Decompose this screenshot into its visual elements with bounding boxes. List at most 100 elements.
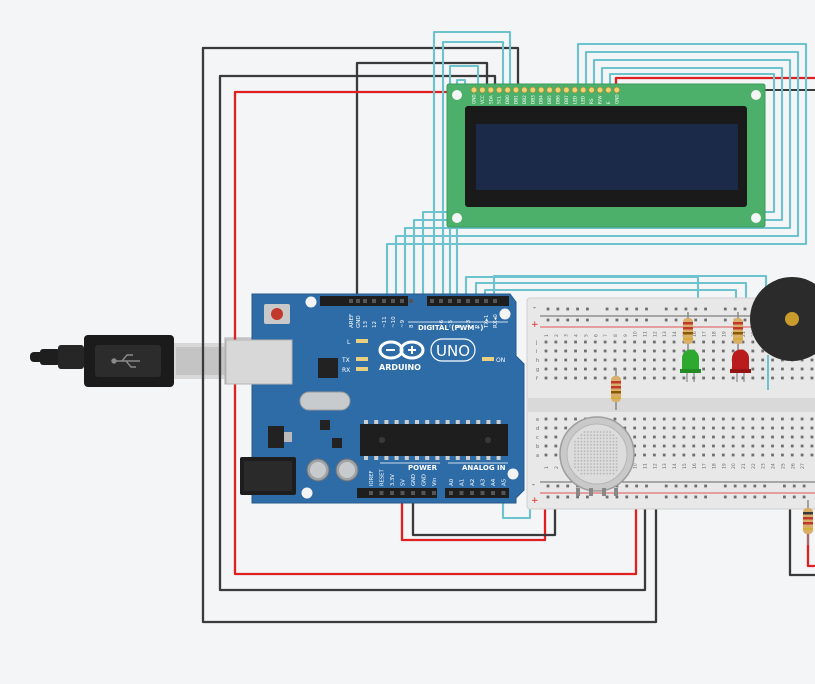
resistor-green-led[interactable] xyxy=(683,312,693,350)
header-pin[interactable] xyxy=(484,299,488,303)
analog-pin-label: A1 xyxy=(460,479,466,486)
resistor-red-led[interactable] xyxy=(733,312,743,350)
lcd-pin[interactable] xyxy=(588,86,595,94)
digital-pin-label: ~5 xyxy=(448,319,454,328)
lcd-pin-label: DB6 xyxy=(556,95,561,104)
green-led[interactable] xyxy=(680,349,701,382)
column-number: 8 xyxy=(613,334,619,337)
row-letter: f xyxy=(536,376,538,382)
header-pin[interactable] xyxy=(470,491,474,495)
red-led[interactable] xyxy=(730,349,751,382)
lcd-pin[interactable] xyxy=(546,86,553,94)
lcd-screen xyxy=(476,124,738,190)
header-pin[interactable] xyxy=(400,299,404,303)
lcd-pin[interactable] xyxy=(496,86,503,94)
lcd-mount-hole xyxy=(751,213,761,223)
lcd-pin-label: SCL xyxy=(497,95,502,104)
header-pin[interactable] xyxy=(379,491,384,495)
wire-gnd-mid[interactable] xyxy=(218,74,647,592)
analog-pin-label: A0 xyxy=(449,478,455,486)
header-pin[interactable] xyxy=(430,299,434,303)
lcd-pin[interactable] xyxy=(470,86,478,94)
wire-gnd-header[interactable] xyxy=(355,61,489,302)
wire-5v-board[interactable] xyxy=(400,493,547,542)
breadboard-center-channel xyxy=(527,398,815,412)
lcd-pin[interactable] xyxy=(563,86,570,94)
lcd-pin[interactable] xyxy=(529,86,536,94)
rx-label: RX xyxy=(342,367,350,374)
digital-pin-label: GND xyxy=(356,315,362,328)
header-pin[interactable] xyxy=(449,491,453,495)
lcd-pin[interactable] xyxy=(613,86,620,94)
column-number: 11 xyxy=(643,463,649,469)
arduino-uno[interactable]: L TX RX ON ARDUINO UNO DIGITAL (PWM~) PO… xyxy=(225,293,525,504)
lcd-pin[interactable] xyxy=(479,86,486,94)
row-letter: i xyxy=(536,349,537,355)
digital-pin-label: ~9 xyxy=(400,319,406,328)
header-pin[interactable] xyxy=(369,491,373,495)
header-pin[interactable] xyxy=(493,299,497,303)
power-pin-label: GND xyxy=(422,474,428,486)
header-pin[interactable] xyxy=(501,491,506,495)
digital-pin-label: 7 xyxy=(430,324,436,328)
header-pin[interactable] xyxy=(475,299,479,303)
column-number: 10 xyxy=(633,331,639,337)
header-pin[interactable] xyxy=(372,299,376,303)
lcd-pin[interactable] xyxy=(487,86,494,94)
header-pin[interactable] xyxy=(457,299,461,303)
header-pin[interactable] xyxy=(363,299,367,303)
lcd-pin[interactable] xyxy=(605,86,612,94)
usb-cable-strain-relief-tip xyxy=(40,349,60,365)
lcd-mount-hole xyxy=(751,90,761,100)
header-pin[interactable] xyxy=(459,491,464,495)
lcd-pin[interactable] xyxy=(571,86,578,94)
header-pin[interactable] xyxy=(466,299,470,303)
header-pin[interactable] xyxy=(382,299,386,303)
header-pin[interactable] xyxy=(349,299,353,303)
header-pin[interactable] xyxy=(390,491,394,495)
lcd-pin[interactable] xyxy=(596,86,604,94)
piezo-buzzer[interactable] xyxy=(750,277,815,390)
mount-hole xyxy=(507,468,519,480)
header-pin[interactable] xyxy=(411,491,415,495)
rail-plus-label: + xyxy=(531,320,539,330)
header-pin[interactable] xyxy=(480,491,485,495)
header-pin[interactable] xyxy=(356,299,360,303)
lcd-pin[interactable] xyxy=(538,86,545,94)
gas-sensor[interactable] xyxy=(559,416,635,496)
header-pin[interactable] xyxy=(448,299,452,303)
lcd-pin[interactable] xyxy=(580,86,587,94)
resistor-edge[interactable] xyxy=(803,500,813,545)
row-letter: e xyxy=(536,417,539,423)
header-pin[interactable] xyxy=(439,299,443,303)
header-pin[interactable] xyxy=(421,491,426,495)
usb-symbol-icon xyxy=(111,354,140,368)
header-pin[interactable] xyxy=(432,491,436,495)
lcd-pin[interactable] xyxy=(504,86,511,94)
digital-pin-label: 2 xyxy=(475,325,481,329)
header-pin[interactable] xyxy=(391,299,395,303)
header-pin[interactable] xyxy=(400,491,405,495)
digital-pin-label: 13 xyxy=(363,321,369,328)
header-pin[interactable] xyxy=(491,491,495,495)
column-number: 18 xyxy=(711,463,717,469)
column-number: 22 xyxy=(751,463,757,469)
lcd-pin-label: VCC xyxy=(480,95,485,104)
uno-label: UNO xyxy=(436,342,470,360)
digital-pin-label: RX◂0 xyxy=(493,314,499,328)
lcd-pin[interactable] xyxy=(521,86,528,94)
lcd-pin[interactable] xyxy=(554,86,562,94)
mount-hole xyxy=(301,487,313,499)
column-number: 7 xyxy=(603,334,609,337)
lcd-mount-hole xyxy=(452,213,462,223)
wire-gnd-board[interactable] xyxy=(411,493,557,537)
lcd-pin[interactable] xyxy=(512,86,520,94)
header-pin[interactable] xyxy=(409,299,413,303)
resistor-sensor[interactable] xyxy=(611,368,621,410)
column-number: 17 xyxy=(702,463,708,469)
row-letter: d xyxy=(536,426,539,432)
lcd-pin-label: GND xyxy=(614,94,619,104)
rail-minus-label: - xyxy=(532,480,535,489)
wire-gnd-outer[interactable] xyxy=(201,46,658,624)
